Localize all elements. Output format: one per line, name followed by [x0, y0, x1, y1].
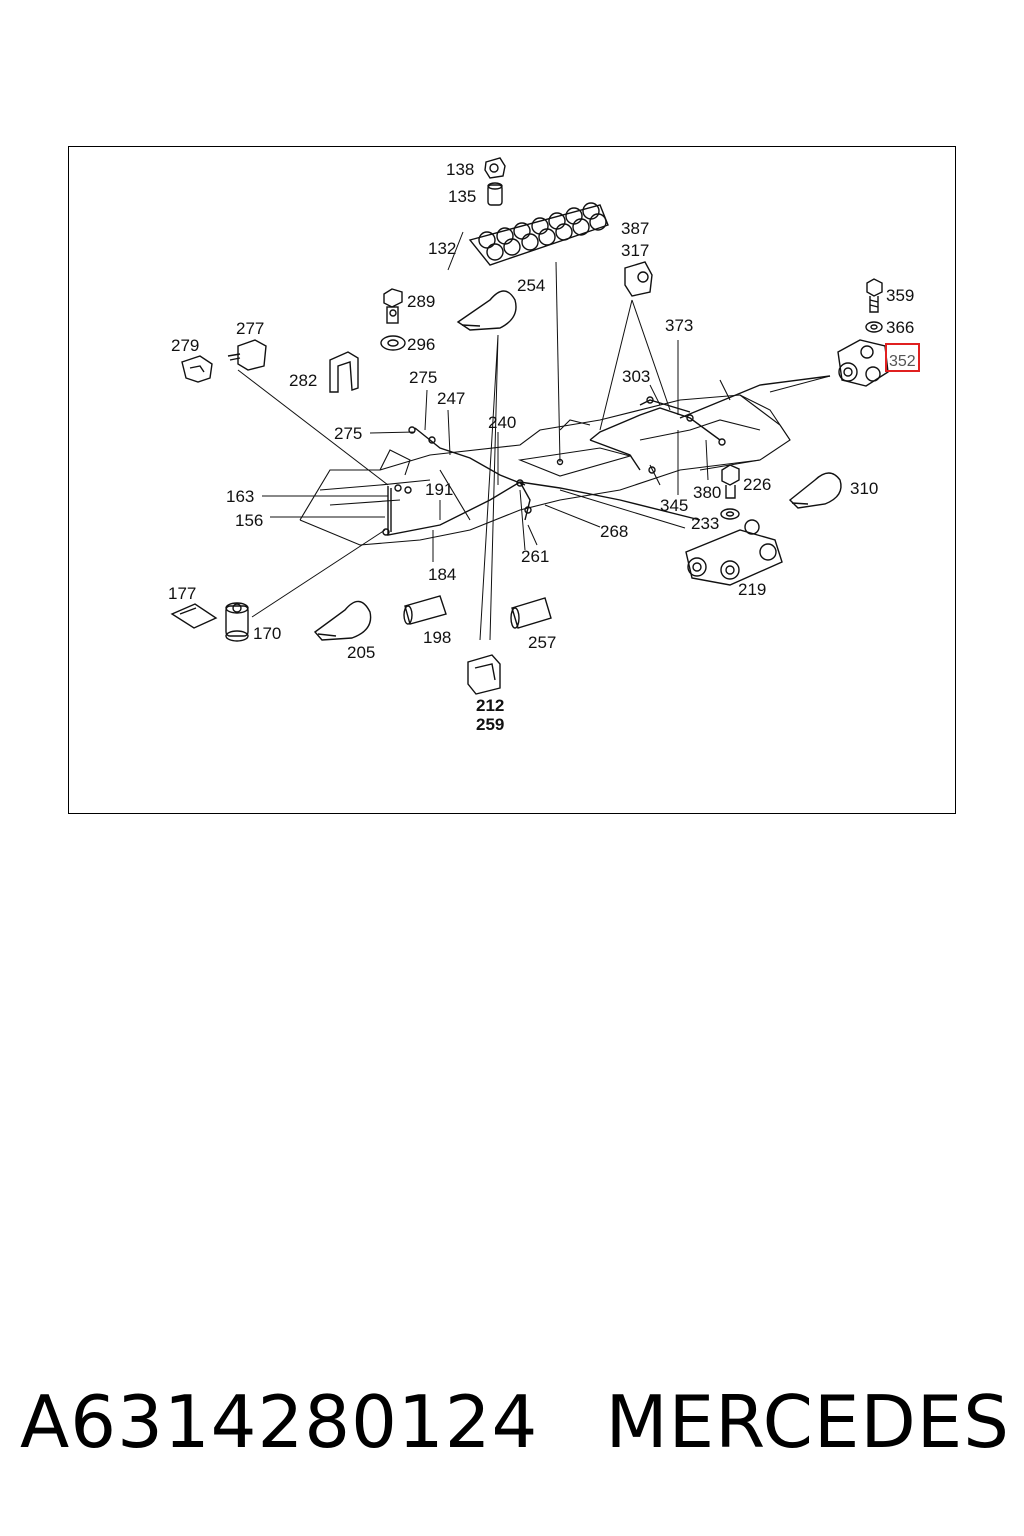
- sleeve-257-part: [510, 597, 552, 629]
- label-177: 177: [168, 584, 196, 603]
- label-282: 282: [289, 371, 317, 390]
- label-352: 352: [889, 353, 916, 370]
- label-163: 163: [226, 487, 254, 506]
- pipe-fittings: [382, 396, 726, 536]
- clip-279-part: [181, 355, 213, 383]
- label-296: 296: [407, 335, 435, 354]
- label-303: 303: [622, 367, 650, 386]
- brand-text: MERCEDES: [605, 1380, 1010, 1464]
- footer-caption: A6314280124 MERCEDES: [20, 1372, 1010, 1472]
- bracket-282-part: [329, 351, 359, 393]
- label-310: 310: [850, 479, 878, 498]
- label-184: 184: [428, 565, 456, 584]
- label-226: 226: [743, 475, 771, 494]
- washer-296-part: [380, 335, 406, 351]
- label-198: 198: [423, 628, 451, 647]
- bracket-387-part: [624, 261, 653, 297]
- union-170-part: [225, 602, 249, 642]
- label-170: 170: [253, 624, 281, 643]
- label-345: 345: [660, 496, 688, 515]
- spacer-135-part: [487, 182, 503, 206]
- sleeve-198-part: [403, 595, 447, 625]
- washer-233-part: [720, 508, 740, 520]
- part-number-text: A6314280124: [20, 1380, 539, 1464]
- clamp-254-part: [456, 290, 517, 331]
- label-259: 259: [476, 715, 504, 734]
- label-219: 219: [738, 580, 766, 599]
- holder-277-part: [227, 339, 267, 371]
- label-277: 277: [236, 319, 264, 338]
- label-317: 317: [621, 241, 649, 260]
- label-247: 247: [437, 389, 465, 408]
- label-240: 240: [488, 413, 516, 432]
- holder-212-part: [467, 654, 501, 695]
- label-233: 233: [691, 514, 719, 533]
- distributor-352-part: [837, 339, 889, 387]
- leader-lines: [237, 231, 831, 641]
- label-191: 191: [425, 480, 453, 499]
- label-366: 366: [886, 318, 914, 337]
- clamp-310-part: [788, 472, 842, 509]
- bolt-226-part: [721, 464, 740, 499]
- brake-lines: [387, 375, 831, 536]
- label-138: 138: [446, 160, 474, 179]
- diagram-frame: [68, 146, 956, 814]
- label-289: 289: [407, 292, 435, 311]
- label-373: 373: [665, 316, 693, 335]
- shim-177-part: [170, 603, 218, 629]
- label-279: 279: [171, 336, 199, 355]
- label-257: 257: [528, 633, 556, 652]
- label-135: 135: [448, 187, 476, 206]
- highlight-box-352: [885, 343, 920, 372]
- label-268: 268: [600, 522, 628, 541]
- label-387: 387: [621, 219, 649, 238]
- label-359: 359: [886, 286, 914, 305]
- bolt-359-part: [866, 278, 883, 313]
- label-275-upper: 275: [409, 368, 437, 387]
- label-205: 205: [347, 643, 375, 662]
- label-275-lower: 275: [334, 424, 362, 443]
- label-212: 212: [476, 696, 504, 715]
- nut-138-part: [484, 157, 506, 179]
- clip-strip-132-part: [468, 202, 609, 266]
- label-132: 132: [428, 239, 456, 258]
- label-156: 156: [235, 511, 263, 530]
- callout-labels: 138 135 132 387 317 254 289 296 359 366 …: [168, 160, 916, 734]
- clamp-205-part: [313, 600, 372, 641]
- washer-366-part: [865, 321, 883, 333]
- bolt-289-part: [383, 288, 403, 324]
- label-261: 261: [521, 547, 549, 566]
- label-380: 380: [693, 483, 721, 502]
- label-254: 254: [517, 276, 545, 295]
- distributor-219-part: [685, 519, 783, 586]
